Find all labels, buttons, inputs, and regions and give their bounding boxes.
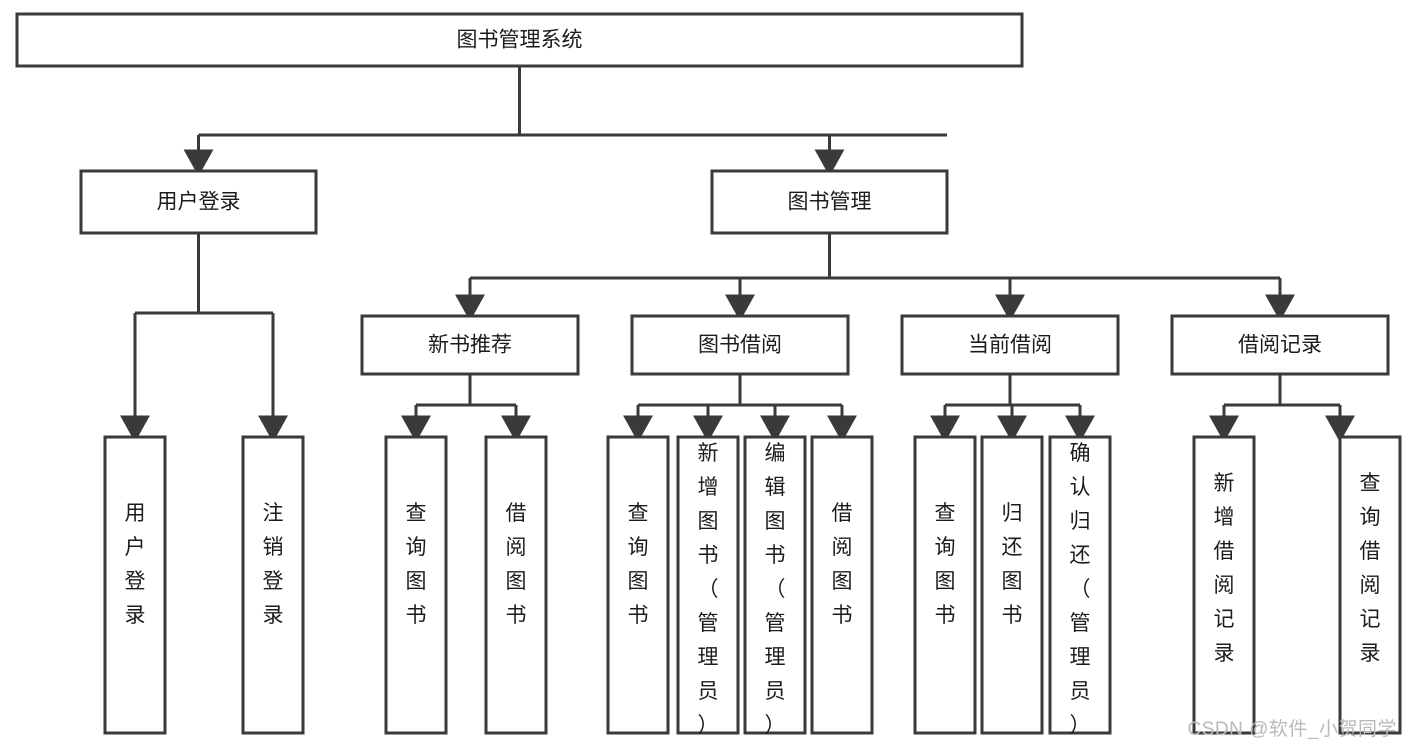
leaf-box-add-book-admin[interactable]: [676, 435, 740, 735]
leaf-node-query-borrow-record[interactable]: 查询借阅记录: [1338, 435, 1402, 735]
node-box-user-login[interactable]: [79, 169, 318, 235]
leaf-label-add-book-admin: 新增图书（管理员）: [698, 442, 719, 737]
leaf-box-user-login[interactable]: [103, 435, 167, 735]
node-label-user-login: 用户登录: [157, 191, 241, 214]
leaf-label-confirm-return-admin: 确认归还（管理员）: [1070, 442, 1091, 737]
leaf-node-add-book-admin[interactable]: 新增图书（管理员）: [676, 435, 740, 737]
leaf-box-query-book-newbook[interactable]: [384, 435, 448, 735]
leaf-node-return-book[interactable]: 归还图书: [980, 435, 1044, 735]
leaf-node-confirm-return-admin[interactable]: 确认归还（管理员）: [1048, 435, 1112, 737]
leaf-label-add-borrow-record: 新增借阅记录: [1214, 472, 1235, 665]
leaf-node-edit-book-admin[interactable]: 编辑图书（管理员）: [743, 435, 807, 737]
node-book-borrow[interactable]: 图书借阅: [630, 314, 850, 376]
leaf-box-add-borrow-record[interactable]: [1192, 435, 1256, 735]
leaf-box-query-borrow-record[interactable]: [1338, 435, 1402, 735]
leaf-node-borrow-book-newbook[interactable]: 借阅图书: [484, 435, 548, 735]
node-borrow-records[interactable]: 借阅记录: [1170, 314, 1390, 376]
node-label-current-borrow: 当前借阅: [968, 334, 1052, 357]
node-book-management[interactable]: 图书管理: [710, 169, 949, 235]
leaf-label-query-book-newbook: 查询图书: [406, 502, 427, 627]
node-label-borrow-records: 借阅记录: [1238, 334, 1322, 357]
leaf-node-add-borrow-record[interactable]: 新增借阅记录: [1192, 435, 1256, 735]
node-box-new-book-recommend[interactable]: [360, 314, 580, 376]
leaf-node-query-book-newbook[interactable]: 查询图书: [384, 435, 448, 735]
leaf-node-borrow-book[interactable]: 借阅图书: [810, 435, 874, 735]
leaf-label-borrow-book: 借阅图书: [832, 502, 853, 627]
leaf-label-logout: 注销登录: [263, 502, 284, 627]
leaf-node-logout[interactable]: 注销登录: [241, 435, 305, 735]
leaf-label-query-book-borrow: 查询图书: [628, 502, 649, 627]
node-label-book-borrow: 图书借阅: [698, 334, 782, 357]
leaf-label-borrow-book-newbook: 借阅图书: [506, 502, 527, 627]
leaf-label-query-book-current: 查询图书: [935, 502, 956, 627]
node-box-book-borrow[interactable]: [630, 314, 850, 376]
node-root-book-management-system[interactable]: 图书管理系统: [15, 12, 1024, 68]
leaf-node-layer: 用户登录 注销登录 查询图书 借阅图书 查询图书 新增图书（管理员）: [103, 435, 1402, 737]
leaf-box-query-book-borrow[interactable]: [606, 435, 670, 735]
node-new-book-recommend[interactable]: 新书推荐: [360, 314, 580, 376]
leaf-label-query-borrow-record: 查询借阅记录: [1360, 472, 1381, 665]
leaf-box-logout[interactable]: [241, 435, 305, 735]
node-label-new-book-recommend: 新书推荐: [428, 334, 512, 357]
node-user-login[interactable]: 用户登录: [79, 169, 318, 235]
leaf-label-edit-book-admin: 编辑图书（管理员）: [765, 442, 786, 737]
node-label-root: 图书管理系统: [457, 29, 583, 52]
node-box-root[interactable]: [15, 12, 1024, 68]
leaf-node-user-login[interactable]: 用户登录: [103, 435, 167, 735]
leaf-box-query-book-current[interactable]: [913, 435, 977, 735]
leaf-label-user-login: 用户登录: [125, 502, 146, 627]
leaf-node-query-book-current[interactable]: 查询图书: [913, 435, 977, 735]
leaf-box-borrow-book[interactable]: [810, 435, 874, 735]
node-box-book-management[interactable]: [710, 169, 949, 235]
connector-layer: [120, 66, 1355, 443]
leaf-box-edit-book-admin[interactable]: [743, 435, 807, 735]
leaf-box-confirm-return-admin[interactable]: [1048, 435, 1112, 735]
leaf-label-return-book: 归还图书: [1002, 502, 1023, 627]
node-box-borrow-records[interactable]: [1170, 314, 1390, 376]
leaf-box-return-book[interactable]: [980, 435, 1044, 735]
node-box-current-borrow[interactable]: [900, 314, 1120, 376]
node-current-borrow[interactable]: 当前借阅: [900, 314, 1120, 376]
node-label-book-management: 图书管理: [788, 191, 872, 214]
leaf-node-query-book-borrow[interactable]: 查询图书: [606, 435, 670, 735]
leaf-box-borrow-book-newbook[interactable]: [484, 435, 548, 735]
